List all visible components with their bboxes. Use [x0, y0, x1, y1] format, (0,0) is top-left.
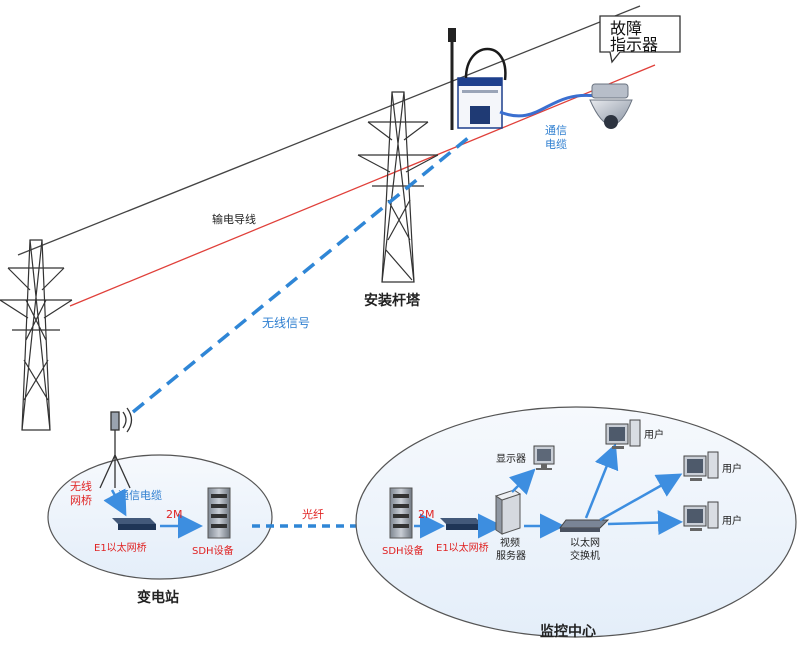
power-line-black [17, 5, 641, 256]
power-line-red [69, 64, 656, 307]
comm-cable-top-label-2: 电缆 [545, 138, 567, 151]
comm-cable-top [499, 93, 597, 118]
e1-bridge-device-sub [112, 518, 156, 530]
comm-cable-top-label-1: 通信 [545, 124, 567, 137]
display-monitor-icon [533, 445, 555, 470]
wireless-signal-label: 无线信号 [262, 316, 310, 330]
sdh-mon-label: SDH设备 [382, 544, 424, 557]
rate-2m-sub-label: 2M [166, 508, 183, 521]
sdh-device-sub [207, 487, 231, 539]
wireless-bridge-antenna-icon [99, 407, 133, 489]
wireless-bridge-label-2: 网桥 [70, 494, 92, 507]
dome-camera-icon [589, 83, 633, 129]
user-label-1: 用户 [644, 428, 664, 441]
fault-indicator-label-2: 指示器 [610, 35, 658, 54]
video-server-icon [494, 489, 522, 535]
transmission-tower-install [357, 91, 439, 283]
sdh-device-mon [389, 487, 413, 539]
link-switch-user2 [599, 473, 683, 522]
fault-indicator-callout [599, 15, 681, 64]
fault-indicator-label-1: 故障 [610, 19, 642, 38]
display-label: 显示器 [496, 453, 526, 465]
fiber-label: 光纤 [302, 507, 324, 521]
link-switch-user3 [607, 510, 683, 536]
video-server-label-1: 视频 [500, 536, 520, 549]
substation-label: 变电站 [137, 589, 179, 606]
rate-2m-mon-label: 2M [418, 508, 435, 521]
link-server-display [509, 468, 536, 495]
power-line-label: 输电导线 [212, 212, 256, 226]
ethernet-switch-label-1: 以太网 [570, 536, 600, 549]
install-tower-label: 安装杆塔 [364, 292, 421, 309]
ethernet-switch-icon [559, 519, 610, 532]
wireless-bridge-label-1: 无线 [70, 479, 92, 493]
user-pc-icon-1 [605, 419, 641, 449]
video-server-label-2: 服务器 [496, 549, 526, 562]
user-pc-icon-2 [683, 451, 719, 481]
user-pc-icon-3 [683, 501, 719, 531]
e1-bridge-mon-label: E1以太网桥 [436, 541, 489, 554]
monitoring-center-label: 监控中心 [540, 623, 596, 640]
link-switch-user1 [584, 443, 619, 519]
transmission-tower-left [0, 239, 73, 431]
cable-arrow-sub [103, 488, 127, 517]
wireless-signal-line [131, 136, 470, 414]
ethernet-switch-label-2: 交换机 [570, 549, 600, 562]
e1-bridge-sub-label: E1以太网桥 [94, 541, 147, 554]
user-label-3: 用户 [722, 514, 742, 527]
comm-cable-sub-label: 通信电缆 [118, 489, 162, 502]
e1-bridge-device-mon [440, 518, 482, 530]
wireless-router-device [448, 28, 507, 130]
substation-zone [47, 454, 273, 580]
sdh-sub-label: SDH设备 [192, 544, 234, 557]
user-label-2: 用户 [722, 462, 742, 475]
